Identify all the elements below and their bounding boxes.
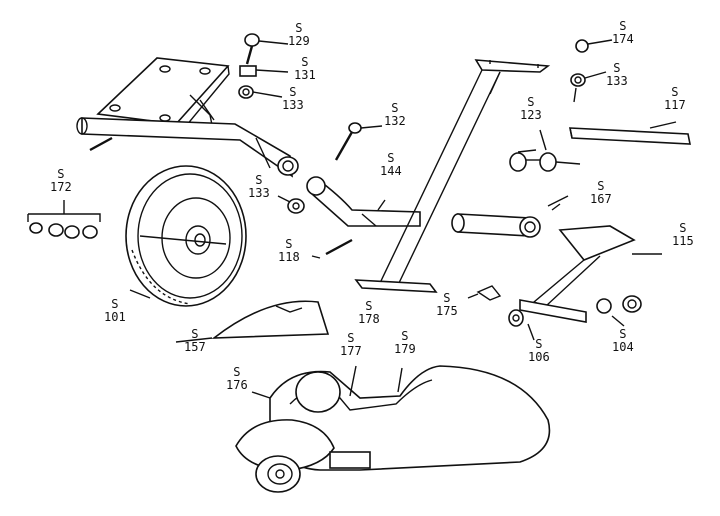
- cross-tube-167: [451, 195, 569, 238]
- clip-131-icon: [239, 65, 289, 77]
- roller-pair-icon: [509, 129, 581, 172]
- bolt-132-icon: [334, 122, 383, 161]
- rear-bracket-115: [532, 225, 662, 307]
- bolt-129-icon: [244, 33, 289, 65]
- clip-175-icon: [467, 285, 502, 301]
- bent-frame-144: [306, 176, 421, 227]
- hardware-row-172: [27, 200, 101, 239]
- nut-133b-icon: [277, 195, 305, 214]
- bracket-117: [569, 121, 691, 145]
- fender-157: [175, 300, 330, 343]
- pin-118-icon: [311, 238, 353, 259]
- body-shell-176: [235, 365, 551, 493]
- bolt-174-icon: [575, 39, 613, 53]
- rod-106: [508, 299, 587, 341]
- nut-133-icon: [238, 85, 283, 99]
- nut-133c-icon: [570, 71, 607, 103]
- main-frame-123: [354, 59, 551, 293]
- washer-104-icon: [596, 295, 642, 327]
- wheel-101: [125, 165, 247, 307]
- front-frame-tube: [76, 117, 299, 178]
